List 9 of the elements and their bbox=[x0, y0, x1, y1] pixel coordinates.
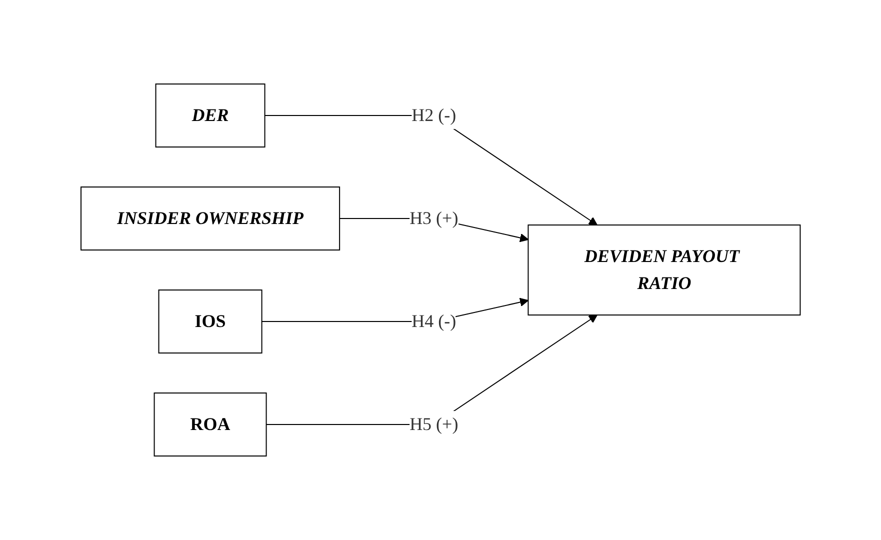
edge-label: H3 (+) bbox=[409, 208, 458, 228]
edge-label: H2 (-) bbox=[412, 105, 456, 125]
node-box: ROA bbox=[154, 392, 267, 456]
node-box: DER bbox=[155, 84, 266, 148]
edge-label: H4 (-) bbox=[412, 311, 456, 331]
node-box: IOS bbox=[158, 290, 262, 354]
node-box: DEVIDEN PAYOUT RATIO bbox=[528, 224, 801, 316]
edge-label: H5 (+) bbox=[409, 414, 458, 434]
node-box: INSIDER OWNERSHIP bbox=[80, 186, 340, 250]
